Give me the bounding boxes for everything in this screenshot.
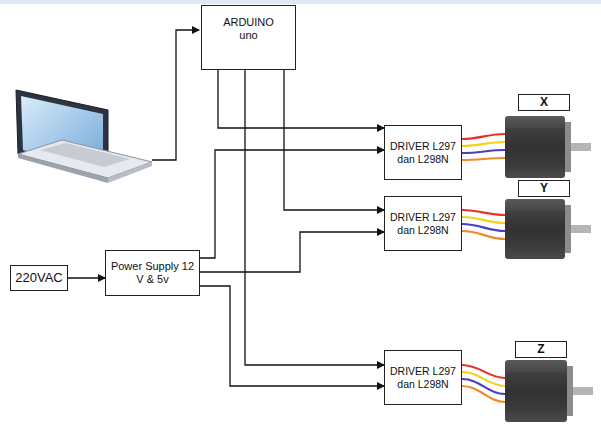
driver-box: DRIVER L297 dan L298N (384, 350, 462, 405)
box-label: 220VAC (15, 270, 62, 286)
driver-box: DRIVER L297 dan L298N (384, 125, 462, 180)
connector-arrow (245, 70, 384, 365)
motor-wires (462, 134, 505, 402)
box-label: Power Supply 12 V & 5v (110, 260, 195, 286)
box-label: X (540, 95, 548, 109)
box-label: DRIVER L297 dan L298N (388, 365, 458, 390)
connector-arrow (68, 277, 105, 278)
connector-arrow (218, 70, 384, 128)
laptop-icon (16, 90, 152, 183)
axis-label: Z (515, 341, 567, 358)
power-supply-box: Power Supply 12 V & 5v (105, 250, 200, 296)
box-label: DRIVER L297 dan L298N (388, 211, 458, 236)
box-label: Z (537, 342, 544, 356)
connector-arrow (200, 286, 384, 386)
window-bar (0, 0, 601, 4)
connector-arrow (284, 70, 384, 210)
connector-arrow (200, 150, 384, 258)
axis-label: X (518, 94, 570, 111)
stepper-motor (505, 116, 591, 178)
driver-box: DRIVER L297 dan L298N (384, 196, 462, 251)
box-label: ARDUINO uno (219, 16, 279, 42)
usb-line (152, 30, 199, 160)
box-label: Y (540, 181, 548, 195)
stepper-motor (505, 360, 593, 422)
box-label: DRIVER L297 dan L298N (388, 140, 458, 165)
axis-label: Y (518, 180, 570, 197)
mains-input-box: 220VAC (10, 265, 68, 291)
stepper-motor (505, 199, 591, 259)
controller-box: ARDUINO uno (201, 5, 296, 70)
connector-arrow (200, 232, 384, 272)
